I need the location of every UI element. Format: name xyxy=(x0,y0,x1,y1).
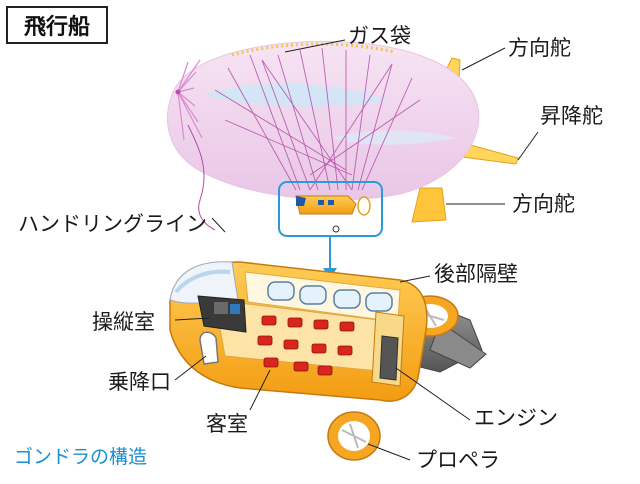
diagram-title: 飛行船 xyxy=(23,15,90,40)
entrance-door xyxy=(199,331,219,365)
gondola-detail xyxy=(169,261,487,461)
label-gas-bag: ガス袋 xyxy=(348,24,411,48)
label-elevator: 昇降舵 xyxy=(540,104,603,128)
label-propeller: プロペラ xyxy=(416,448,500,472)
caption-gondola-structure: ゴンドラの構造 xyxy=(14,446,148,468)
label-rudder-top: 方向舵 xyxy=(508,36,571,60)
label-entrance: 乗降口 xyxy=(108,370,171,394)
label-handling-line: ハンドリングライン xyxy=(18,212,207,236)
label-cockpit: 操縦室 xyxy=(92,310,155,334)
label-engine: エンジン xyxy=(474,406,558,430)
gondola-small xyxy=(295,195,371,233)
rudder-bottom-fin xyxy=(411,187,447,223)
leader-lines xyxy=(174,39,539,461)
gas-bag-envelope xyxy=(166,40,480,201)
label-rudder-bottom: 方向舵 xyxy=(512,192,575,216)
title-box: 飛行船 xyxy=(6,6,108,44)
label-rear-bulkhead: 後部隔壁 xyxy=(434,262,518,286)
airship xyxy=(166,40,519,279)
propeller-bottom xyxy=(327,411,381,461)
label-cabin: 客室 xyxy=(206,412,248,436)
passenger-seats xyxy=(257,315,355,376)
